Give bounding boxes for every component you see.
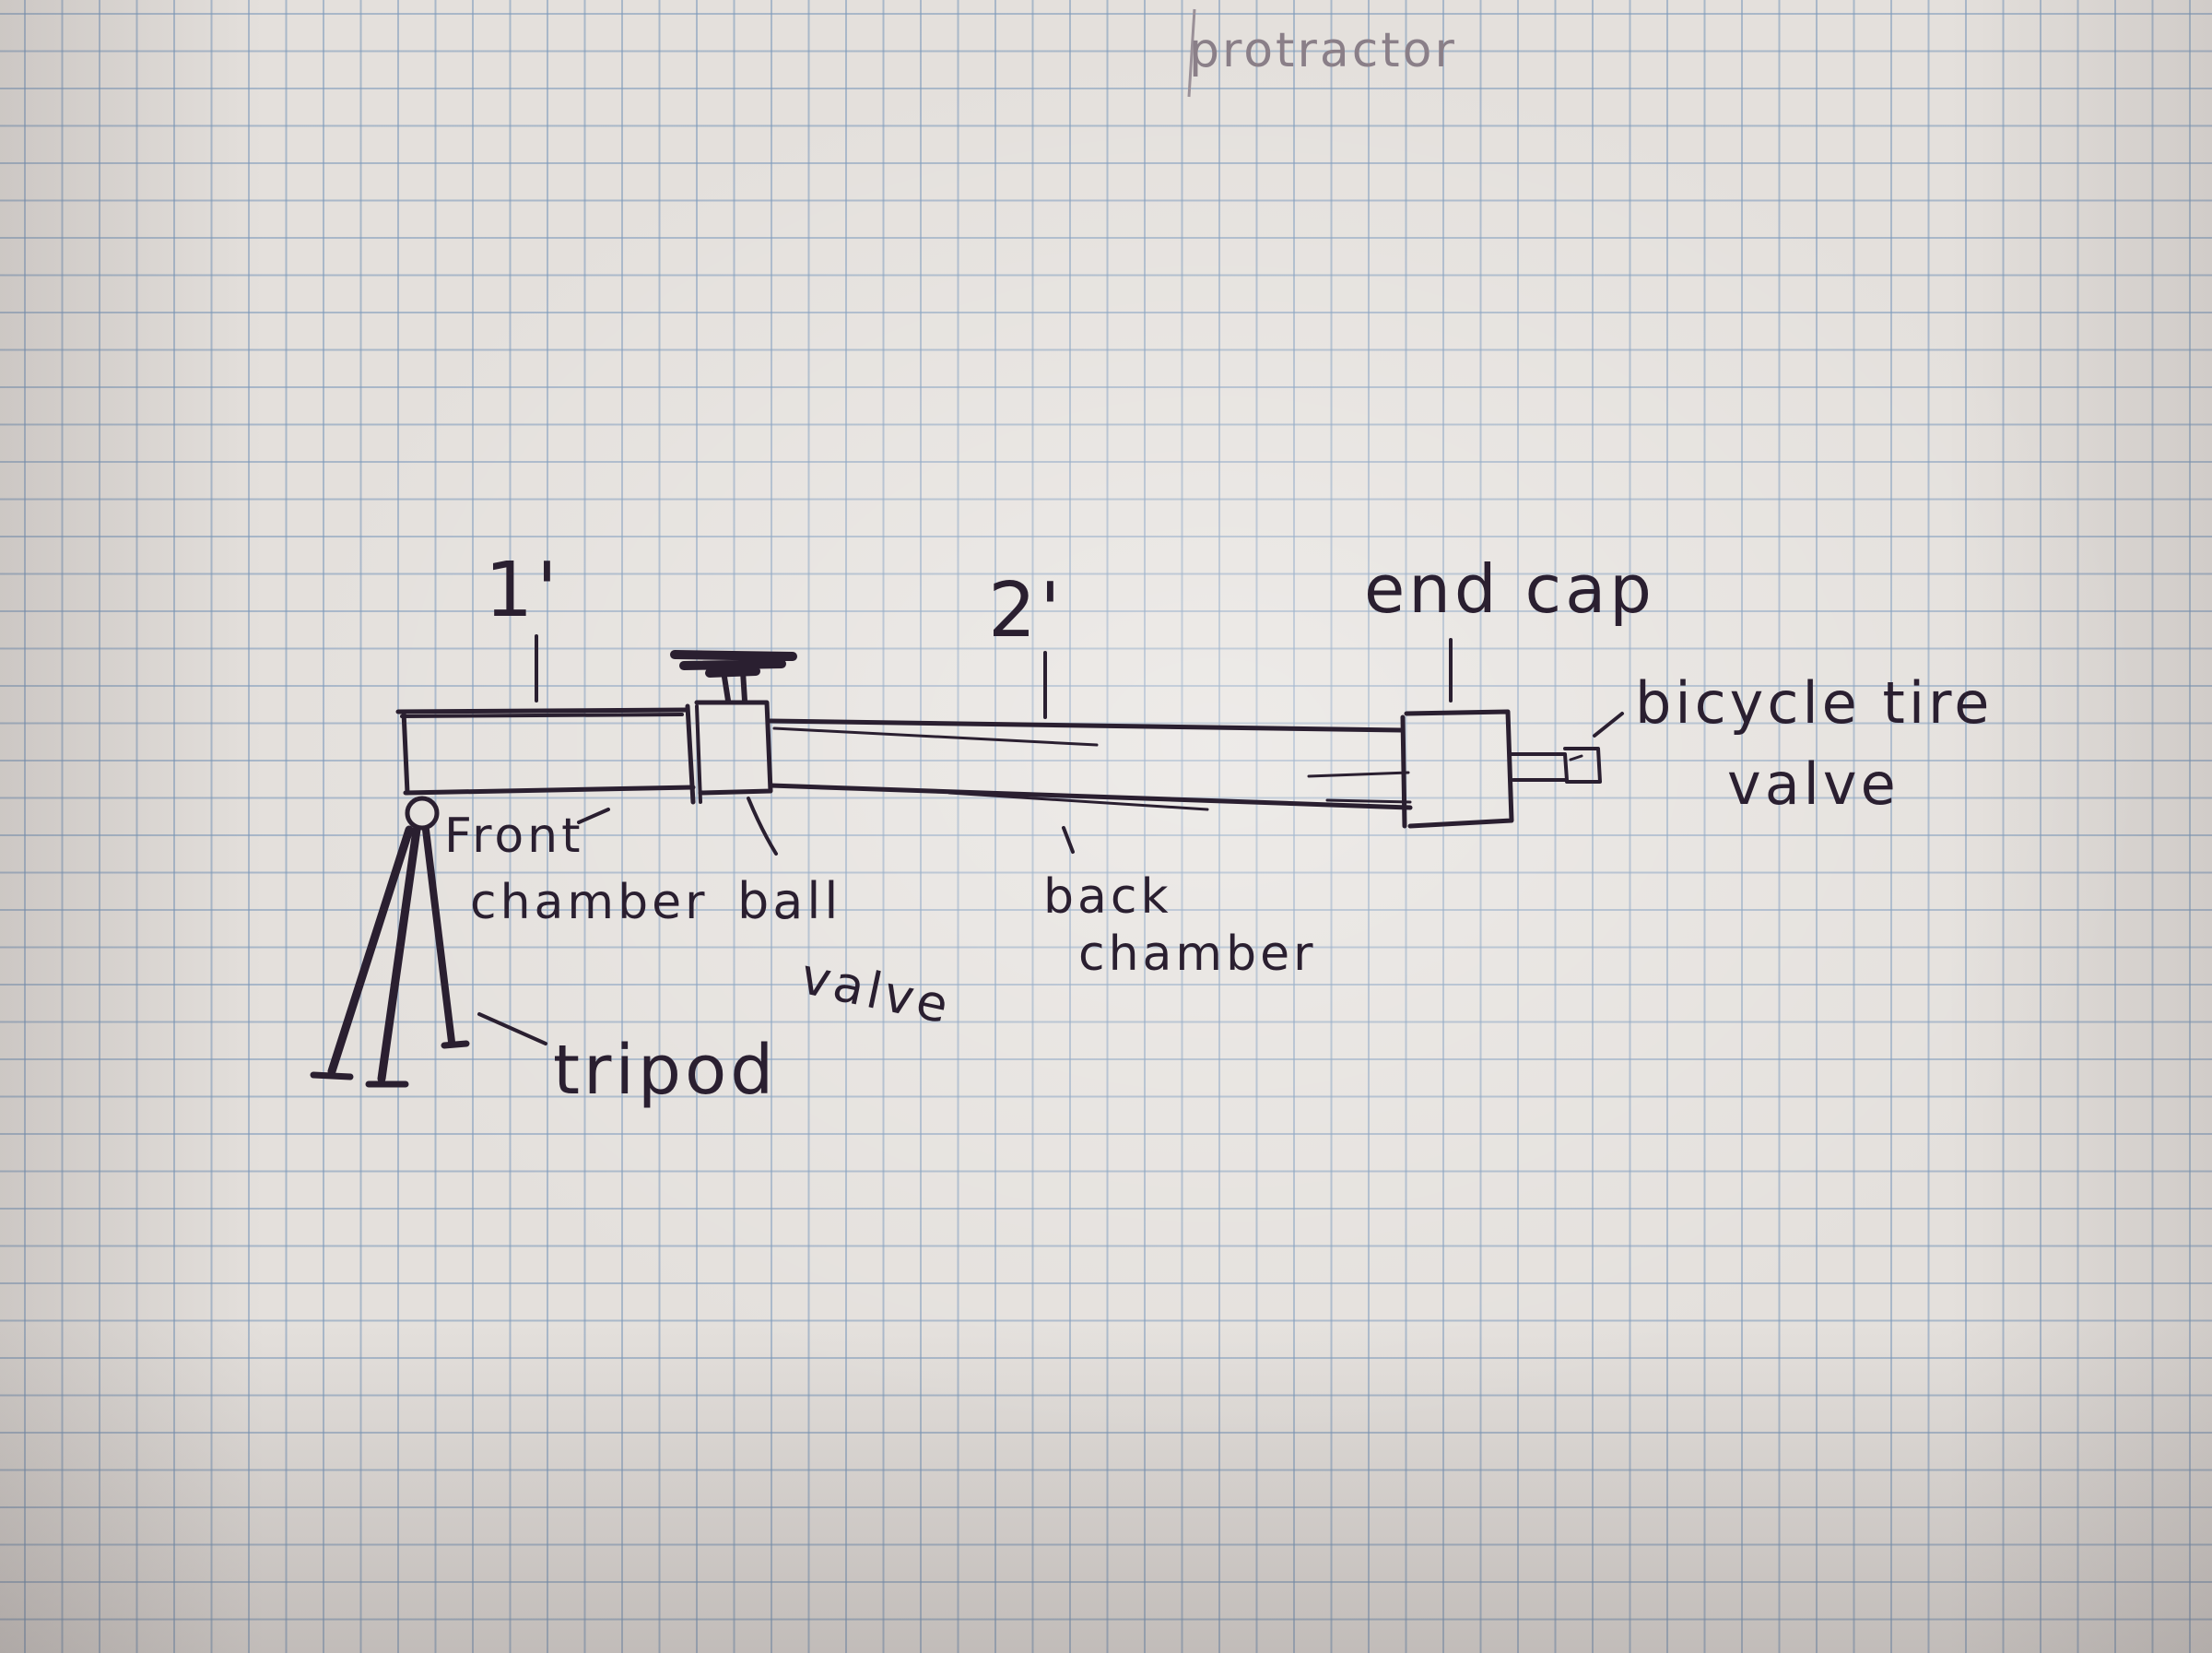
label-bicycle-tire-valve-2: valve xyxy=(1727,750,1900,818)
label-front-chamber-1: Front xyxy=(444,809,584,864)
label-protractor: protractor xyxy=(1189,23,1457,78)
label-end-cap: end cap xyxy=(1364,550,1655,628)
ball-valve-handle xyxy=(670,650,797,678)
label-back-chamber-1: back xyxy=(1043,869,1172,925)
label-back-length: 2' xyxy=(988,567,1065,655)
end-cap xyxy=(1400,709,1514,829)
bicycle-tire-valve xyxy=(1510,747,1602,784)
label-front-length: 1' xyxy=(485,547,561,634)
label-tripod: tripod xyxy=(553,1031,777,1110)
label-ball-valve-2: valve xyxy=(795,947,957,1035)
leader-lines xyxy=(477,634,1624,1045)
back-chamber-pipe xyxy=(768,718,1413,811)
label-ball-valve-1: ball xyxy=(737,872,841,930)
label-back-chamber-2: chamber xyxy=(1078,927,1316,982)
front-chamber-pipe xyxy=(395,707,696,796)
pencil-tick xyxy=(1187,8,1196,98)
tripod xyxy=(310,796,470,1088)
label-bicycle-tire-valve-1: bicycle tire xyxy=(1635,669,1993,737)
label-front-chamber-2: chamber xyxy=(470,875,708,930)
ball-valve-body xyxy=(670,650,797,805)
